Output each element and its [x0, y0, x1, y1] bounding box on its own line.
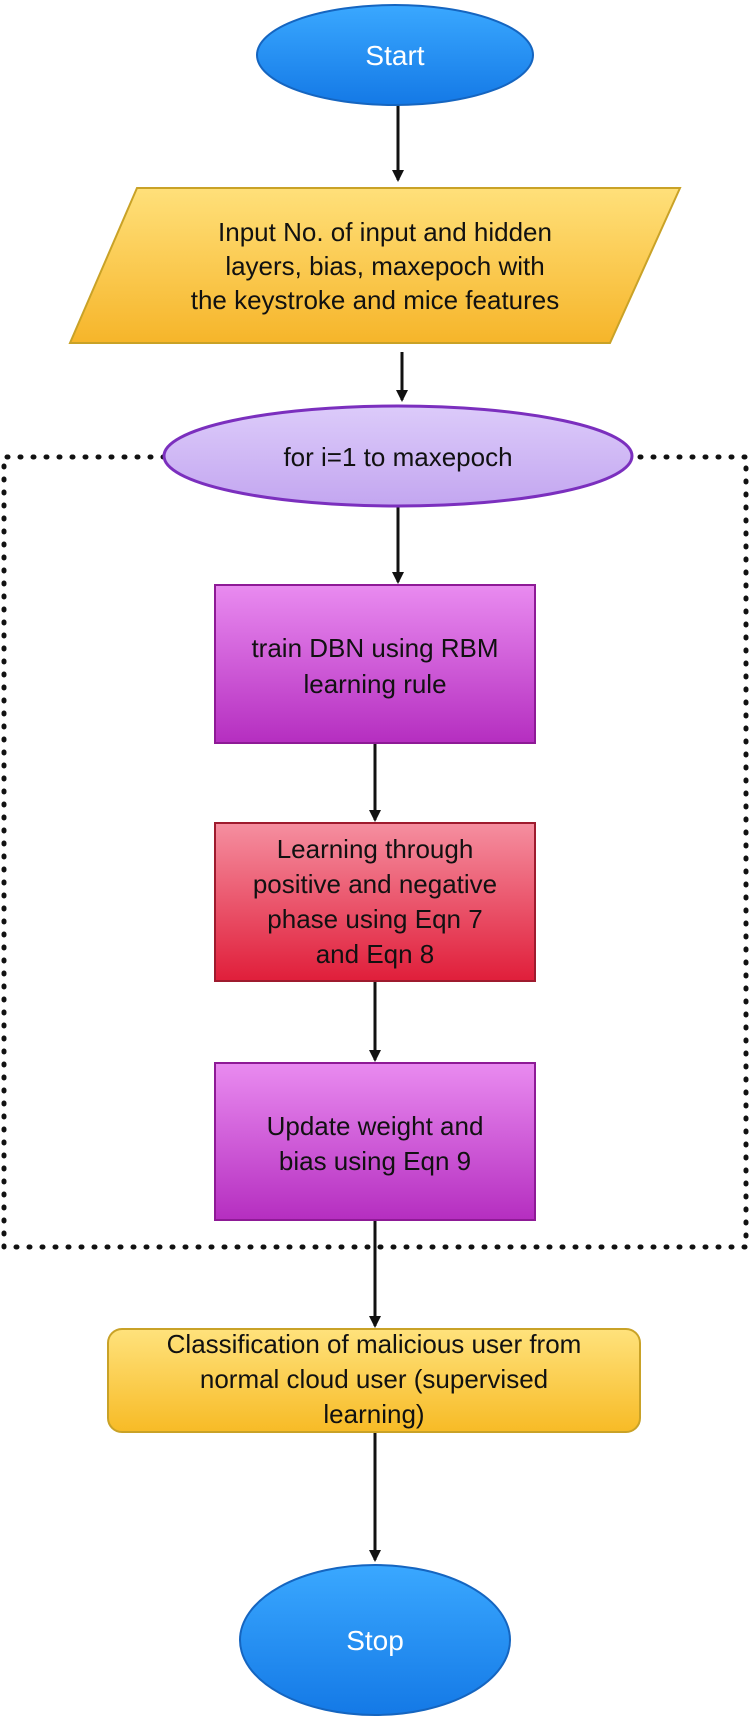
input-line-3: the keystroke and mice features: [191, 285, 560, 315]
learning-rect: [214, 822, 536, 982]
learning-line-2: positive and negative: [253, 869, 497, 899]
learning-line-3: phase using Eqn 7: [267, 904, 482, 934]
train-node: train DBN using RBM learning rule: [214, 584, 536, 744]
loop-boundary: [1, 454, 749, 1250]
input-parallelogram: [68, 187, 682, 344]
classify-line-1: Classification of malicious user from: [167, 1329, 582, 1359]
train-line-1: train DBN using RBM: [251, 633, 498, 663]
stop-ellipse: [239, 1564, 511, 1716]
classify-line-3: learning): [323, 1399, 424, 1429]
train-rect: [214, 584, 536, 744]
start-node: Start: [256, 4, 534, 106]
stop-node: Stop: [239, 1564, 511, 1716]
start-label: Start: [365, 40, 424, 71]
update-line-2: bias using Eqn 9: [279, 1146, 471, 1176]
input-node: Input No. of input and hidden layers, bi…: [68, 187, 682, 344]
classify-line-2: normal cloud user (supervised: [200, 1364, 548, 1394]
learning-node: Learning through positive and negative p…: [214, 822, 536, 982]
learning-line-4: and Eqn 8: [316, 939, 435, 969]
classify-rect: [107, 1328, 641, 1433]
input-line-2: layers, bias, maxepoch with: [225, 251, 544, 281]
loop-node: for i=1 to maxepoch: [162, 404, 634, 508]
train-line-2: learning rule: [303, 669, 446, 699]
update-line-1: Update weight and: [267, 1111, 484, 1141]
loop-label: for i=1 to maxepoch: [283, 442, 512, 472]
update-node: Update weight and bias using Eqn 9: [214, 1062, 536, 1221]
input-line-1: Input No. of input and hidden: [218, 217, 552, 247]
start-ellipse: [256, 4, 534, 106]
update-rect: [214, 1062, 536, 1221]
learning-line-1: Learning through: [277, 834, 474, 864]
stop-label: Stop: [346, 1625, 404, 1656]
classify-node: Classification of malicious user from no…: [107, 1328, 641, 1433]
loop-ellipse: [162, 404, 634, 508]
